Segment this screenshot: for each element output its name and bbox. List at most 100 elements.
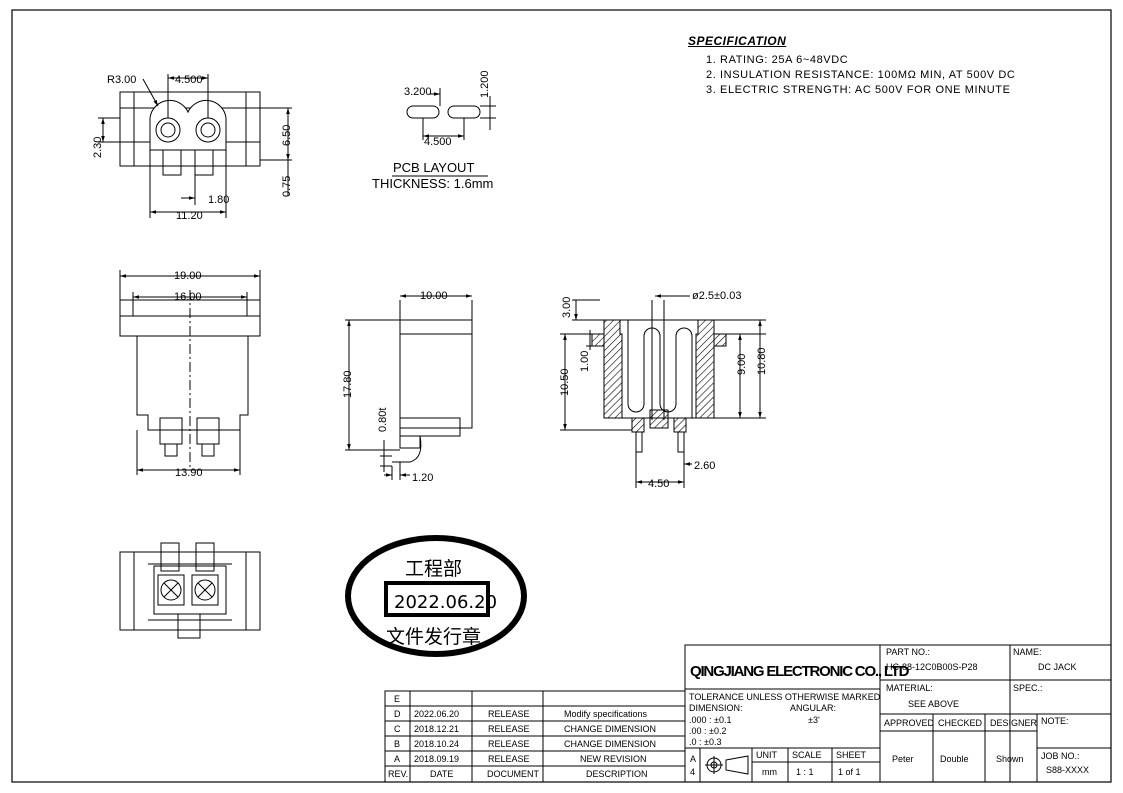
pcb-thickness: THICKNESS: 1.6mm: [372, 176, 493, 191]
rev-row-c-date: 2018.12.21: [414, 724, 459, 734]
pcb-dim-pitch: 4.500: [424, 136, 452, 148]
rev-row-c-rev: C: [394, 724, 401, 734]
section-dim-10-5: 10.50: [559, 368, 571, 396]
specification-block: SPECIFICATION 1. RATING: 25A 6~48VDC 2. …: [688, 34, 1015, 96]
rev-row-a-desc: NEW REVISION: [580, 754, 647, 764]
tolerance-3dp: .000 : ±0.1: [689, 715, 731, 725]
dimension-label: DIMENSION:: [689, 703, 743, 713]
side-view-body: [399, 319, 473, 429]
specification-title: SPECIFICATION: [688, 34, 787, 48]
rev-row-a-doc: RELEASE: [488, 754, 530, 764]
top-view: [98, 74, 292, 218]
pcb-layout: [406, 88, 496, 140]
side-view: [345, 294, 473, 480]
angular-label: ANGULAR:: [790, 703, 836, 713]
revision-table: E D 2022.06.20 RELEASE Modify specificat…: [388, 694, 656, 779]
tolerance-2dp: .00 : ±0.2: [689, 726, 726, 736]
dim-width: 11.20: [176, 210, 203, 222]
section-dim-10-8: 10.80: [756, 347, 768, 375]
sheet-value: 1 of 1: [838, 767, 861, 777]
section-dim-9: 9.00: [736, 354, 748, 375]
side-dim-height: 17.80: [342, 370, 354, 398]
dim-slot: 1.80: [208, 194, 229, 206]
section-view: [560, 294, 766, 488]
part-no-label: PART NO.:: [886, 647, 930, 657]
rev-header-description: DESCRIPTION: [586, 769, 648, 779]
pcb-pad-left: [406, 105, 440, 119]
section-dim-2-6: 2.60: [694, 460, 715, 472]
spec-line-insulation: 2. INSULATION RESISTANCE: 100MΩ MIN, AT …: [706, 69, 1016, 81]
stamp-date: 2022.06.20: [394, 592, 497, 613]
front-view: [119, 270, 261, 475]
section-dim-diameter: ø2.5±0.03: [692, 290, 741, 302]
name-value: DC JACK: [1038, 662, 1077, 672]
dim-pitch: 4.500: [175, 74, 203, 86]
unit-value: mm: [762, 767, 777, 777]
scale-value: 1 : 1: [796, 767, 814, 777]
pcb-pad-right: [447, 105, 481, 119]
approved-value: Peter: [892, 754, 914, 764]
section-dim-3: 3.00: [561, 297, 573, 318]
checked-label: CHECKED: [938, 718, 983, 728]
material-label: MATERIAL:: [886, 683, 933, 693]
unit-label: UNIT: [756, 750, 777, 760]
material-value: SEE ABOVE: [908, 699, 959, 709]
front-dim-19: 19.00: [174, 270, 202, 282]
dim-height-6: 6.50: [281, 125, 293, 146]
spec-line-rating: 1. RATING: 25A 6~48VDC: [706, 54, 849, 66]
rev-header-date: DATE: [430, 769, 453, 779]
stamp-top-text: 工程部: [405, 558, 462, 580]
designer-label: DESIGNER: [990, 718, 1038, 728]
company-name: QINGJIANG ELECTRONIC CO., LTD: [690, 663, 910, 680]
note-label: NOTE:: [1041, 716, 1069, 726]
rev-row-e-rev: E: [394, 694, 400, 704]
side-dim-width: 10.00: [420, 290, 448, 302]
scale-label: SCALE: [792, 750, 822, 760]
stamp-bottom-text: 文件发行章: [386, 626, 481, 648]
checked-value: Double: [940, 754, 969, 764]
sheet-label: SHEET: [836, 750, 867, 760]
tolerance-1dp: .0 : ±0.3: [689, 737, 721, 747]
section-dim-1: 1.00: [579, 351, 591, 372]
title-block: [384, 644, 1112, 783]
name-label: NAME:: [1013, 647, 1042, 657]
rev-row-c-desc: CHANGE DIMENSION: [564, 724, 656, 734]
job-no-label: JOB NO.:: [1041, 751, 1080, 761]
bottom-view: [119, 542, 261, 639]
job-no-value: S88-XXXX: [1046, 765, 1089, 775]
spec-line-strength: 3. ELECTRIC STRENGTH: AC 500V FOR ONE MI…: [706, 84, 1011, 96]
rev-row-b-date: 2018.10.24: [414, 739, 459, 749]
pcb-caption: PCB LAYOUT: [393, 160, 474, 175]
tolerance-title: TOLERANCE UNLESS OTHERWISE MARKED: [689, 692, 881, 702]
pcb-dim-height: 1.200: [479, 70, 491, 98]
rev-row-d-date: 2022.06.20: [414, 709, 459, 719]
rev-row-a-rev: A: [394, 754, 400, 764]
side-dim-thickness: 0.80t: [377, 408, 389, 432]
rev-row-b-doc: RELEASE: [488, 739, 530, 749]
approved-label: APPROVED: [884, 718, 935, 728]
angular-value: ±3': [808, 715, 820, 725]
rev-row-d-desc: Modify specifications: [564, 709, 648, 719]
title-block-fields: QINGJIANG ELECTRONIC CO., LTD PART NO.: …: [689, 647, 1089, 777]
dim-radius: R3.00: [107, 74, 136, 86]
projection-4: 4: [690, 767, 695, 777]
part-no-value: HC-88-12C0B00S-P28: [886, 662, 978, 672]
rev-row-b-rev: B: [394, 739, 400, 749]
dim-offset: 0.75: [281, 176, 293, 197]
front-dim-16: 16.00: [174, 291, 202, 303]
rev-row-d-doc: RELEASE: [488, 709, 530, 719]
rev-header-document: DOCUMENT: [487, 769, 539, 779]
side-dim-pin: 1.20: [412, 472, 433, 484]
rev-row-d-rev: D: [394, 709, 401, 719]
section-dim-4-5: 4.50: [648, 478, 669, 490]
department-stamp: 工程部 2022.06.20 文件发行章: [345, 535, 527, 657]
designer-value: Shown: [996, 754, 1024, 764]
rev-row-a-date: 2018.09.19: [414, 754, 459, 764]
pcb-dim-width: 3.200: [404, 86, 432, 98]
projection-a: A: [690, 754, 696, 764]
bottom-view-body: [119, 551, 261, 631]
front-dim-13: 13.90: [175, 467, 203, 479]
spec-label: SPEC.:: [1013, 683, 1043, 693]
